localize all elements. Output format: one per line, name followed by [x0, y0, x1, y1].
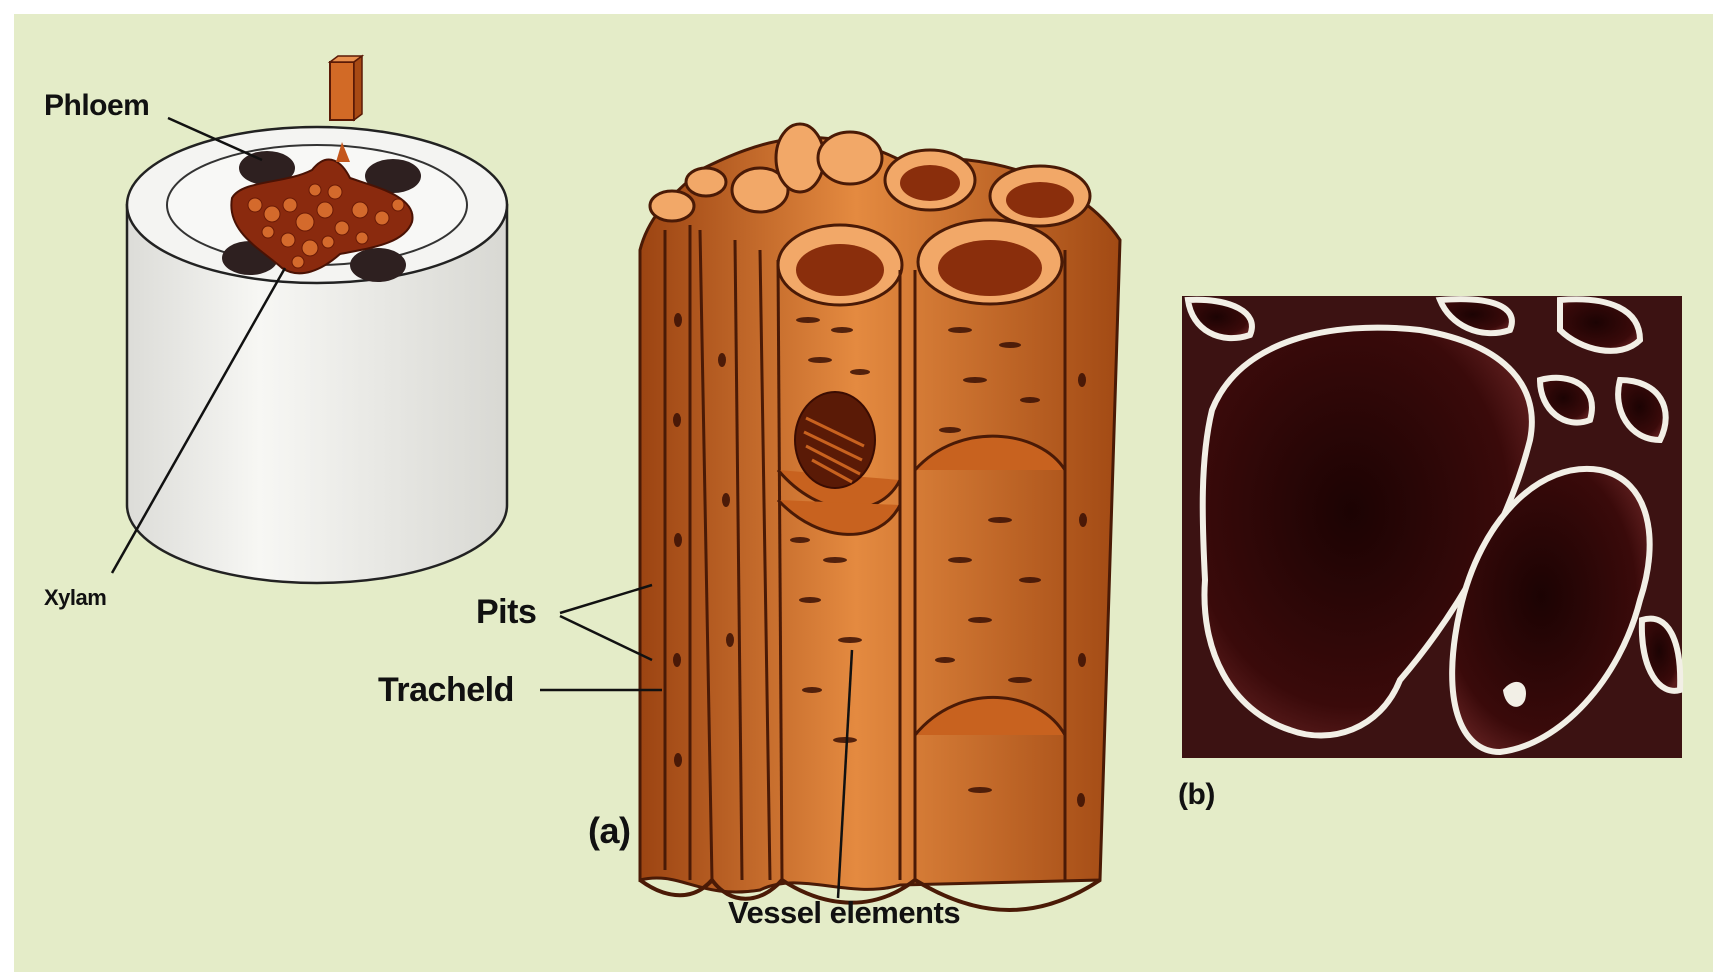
cut-marker [330, 62, 354, 120]
pits-label: Pits [476, 593, 536, 632]
phloem-bundle [350, 248, 406, 282]
phloem-label: Phloem [44, 89, 149, 123]
vessel-elements-label: Vessel elements [728, 895, 960, 931]
pits-leader [560, 585, 652, 613]
pits-leader [560, 616, 652, 660]
xylem-vessel-bundle [640, 124, 1120, 910]
stem-cylinder [127, 56, 507, 583]
panel-a-label: (a) [588, 810, 631, 852]
micrograph-panel [1182, 296, 1682, 758]
tracheid-label: Tracheld [378, 671, 514, 710]
xylam-label: Xylam [44, 585, 106, 611]
panel-b-label: (b) [1178, 778, 1215, 812]
